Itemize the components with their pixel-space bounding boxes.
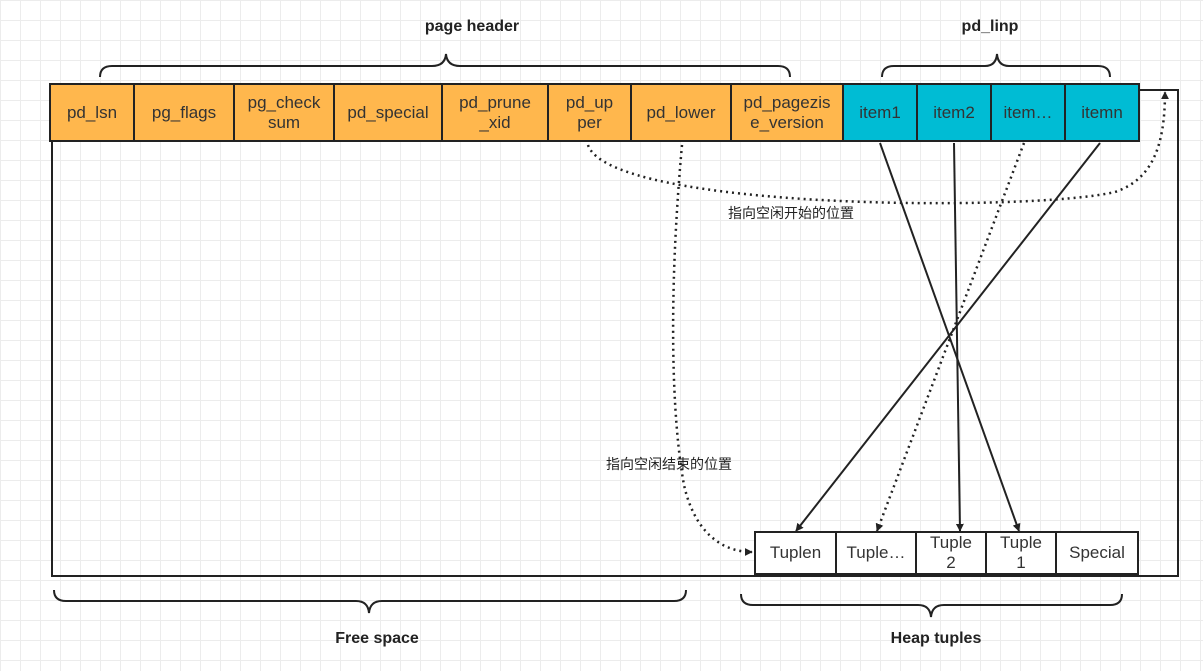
heap-tuples-brace (740, 593, 1123, 618)
pd-linp-brace (881, 53, 1111, 78)
tuple-label: Tuple… (846, 543, 906, 562)
header-field-pd-prune-xid: pd_prune_xid (441, 83, 549, 142)
free-space-brace (53, 589, 687, 614)
page-header-brace (99, 53, 791, 78)
header-field-label: pg_flags (151, 102, 217, 122)
free-space-label: Free space (335, 630, 419, 647)
line-pointer-item2: item2 (916, 83, 992, 142)
heap-tuples-label: Heap tuples (890, 630, 982, 647)
line-pointer-item-ellipsis: item… (990, 83, 1066, 142)
header-field-label-line2: e_version (750, 112, 824, 132)
item1-to-tuple1-arrow (879, 142, 1021, 532)
heap-tuple-ellipsis: Tuple… (835, 531, 917, 575)
header-field-pd-special: pd_special (333, 83, 443, 142)
tuple-label: Tuplen (769, 543, 822, 562)
header-field-pd-lower: pd_lower (630, 83, 732, 142)
tuple-label-line2: 1 (1016, 553, 1026, 572)
header-field-pg-flags: pg_flags (133, 83, 235, 142)
header-field-pd-lsn: pd_lsn (49, 83, 135, 142)
line-pointer-itemn: itemn (1064, 83, 1140, 142)
page-header-label: page header (424, 18, 520, 35)
free-end-note: 指向空闲结束的位置 (606, 457, 732, 473)
item2-to-tuple2-arrow (953, 142, 964, 532)
line-pointer-item1: item1 (842, 83, 918, 142)
tuple-label: Tuple (930, 533, 972, 552)
heap-tuple-n: Tuplen (754, 531, 837, 575)
tuple-label: Tuple (1000, 533, 1042, 552)
header-field-label: pg_check (247, 92, 321, 112)
header-field-label: pd_pagezis (743, 92, 831, 112)
itemn-to-tuplen-arrow (795, 142, 1101, 532)
free-start-note: 指向空闲开始的位置 (728, 206, 854, 222)
header-field-label: pd_lower (646, 102, 716, 122)
pd-linp-label: pd_linp (961, 18, 1019, 35)
header-field-label: pd_up (565, 92, 614, 112)
header-field-label: pd_special (347, 102, 429, 122)
special-space: Special (1055, 531, 1139, 575)
tuple-label: Special (1069, 543, 1125, 562)
header-field-label-line2: _xid (479, 112, 511, 132)
header-field-label-line2: per (577, 112, 602, 132)
pd-upper-free-start-arrow (586, 91, 1169, 205)
header-field-label: pd_prune (459, 92, 531, 112)
header-field-label-line2: sum (267, 112, 301, 132)
header-field-label: pd_lsn (66, 102, 118, 122)
tuple-label-line2: 2 (946, 553, 956, 572)
